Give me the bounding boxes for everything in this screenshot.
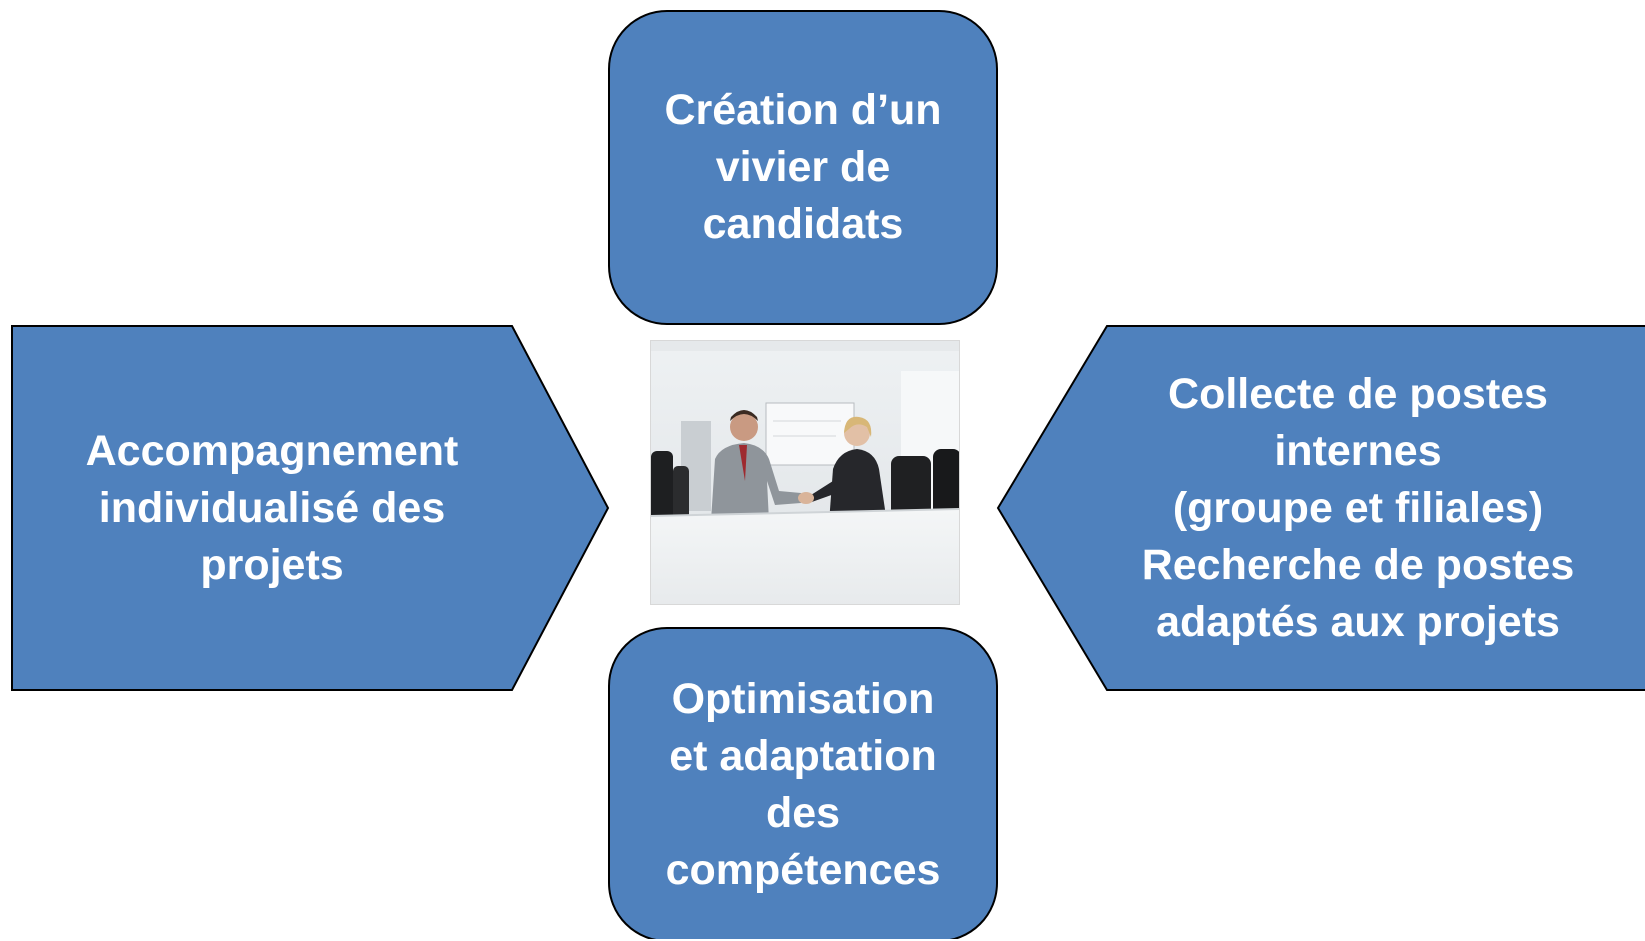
bottom-box-line: des [765, 788, 841, 837]
top-box-line: vivier de [715, 143, 891, 191]
top-box-line: Création d’un [664, 86, 942, 134]
right-arrow-line: Collecte de postes [1168, 369, 1548, 418]
handshake-photo-illustration [651, 341, 959, 604]
right-arrow-line: Recherche de postes [1141, 540, 1575, 589]
left-arrow-line: individualisé des [98, 483, 446, 532]
right-arrow-line: internes [1274, 426, 1442, 475]
bottom-box-line: Optimisation [671, 674, 935, 723]
top-box-label: Création d’un vivier de candidats [609, 11, 997, 324]
right-arrow-line: (groupe et filiales) [1172, 483, 1544, 532]
bottom-box [608, 627, 998, 939]
right-arrow-shape [996, 325, 1645, 691]
top-box-line: candidats [702, 200, 904, 248]
top-box [608, 10, 998, 325]
left-arrow-label: Accompagnement individualisé des projets [12, 326, 560, 690]
right-arrow-line: adaptés aux projets [1156, 597, 1560, 646]
left-arrow-shape [11, 325, 610, 691]
left-arrow-line: projets [200, 540, 344, 589]
bottom-box-line: et adaptation [669, 731, 937, 780]
bottom-box-line: compétences [665, 845, 941, 894]
right-arrow-label: Collecte de postes internes (groupe et f… [1098, 326, 1618, 690]
bottom-box-label: Optimisation et adaptation des compétenc… [609, 628, 997, 941]
left-arrow-line: Accompagnement [85, 426, 459, 475]
center-photo [650, 340, 960, 605]
